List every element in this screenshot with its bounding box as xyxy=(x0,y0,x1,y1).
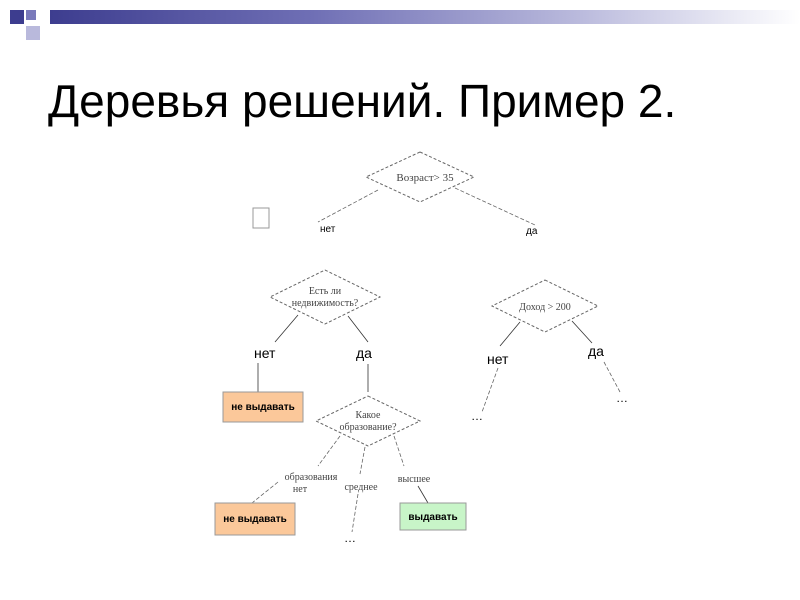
edge-property-yes xyxy=(347,315,369,343)
property-question-node xyxy=(268,269,382,325)
edge-edu-higher xyxy=(393,435,405,467)
deny-leaf-2-label: не выдавать xyxy=(223,514,287,525)
edu-secondary-ellipsis: … xyxy=(344,531,356,545)
income-question-label: Доход > 200 xyxy=(519,302,571,313)
deny-leaf-1 xyxy=(222,391,304,423)
deny-leaf-1-label: не выдавать xyxy=(231,402,295,413)
edge-edu-secondary xyxy=(359,446,366,475)
property-yes-label: да xyxy=(356,345,372,361)
edge-root-yes xyxy=(454,187,536,226)
edu-none-label-2: нет xyxy=(293,484,308,495)
property-question-label-2: недвижимость? xyxy=(292,298,359,309)
edge-edu-secondary-continue xyxy=(351,493,359,533)
root-question-node xyxy=(364,151,476,203)
root-question-label: Возраст> 35 xyxy=(396,172,454,184)
deny-leaf-2 xyxy=(214,502,296,536)
edge-income-yes xyxy=(571,320,593,344)
edge-root-no xyxy=(317,189,379,223)
corner-square-mid xyxy=(26,10,36,20)
corner-square-light xyxy=(26,26,40,40)
root-no-label: нет xyxy=(320,224,336,235)
edu-higher-label: высшее xyxy=(398,474,431,485)
edu-none-label-1: образования xyxy=(285,472,338,483)
root-yes-label: да xyxy=(526,226,538,237)
property-no-label: нет xyxy=(254,345,276,361)
edge-income-no xyxy=(499,321,521,347)
income-yes-ellipsis: … xyxy=(616,391,628,405)
edge-edu-none xyxy=(317,435,341,467)
edge-property-no xyxy=(274,314,299,343)
edge-to-deny-leaf-2 xyxy=(251,481,279,504)
income-no-label: нет xyxy=(487,351,509,367)
corner-square-dark xyxy=(10,10,24,24)
income-yes-label: да xyxy=(588,343,604,359)
education-question-label-1: Какое xyxy=(356,410,381,421)
education-question-node xyxy=(314,395,422,447)
header-gradient-bar xyxy=(50,10,800,24)
approve-leaf xyxy=(399,502,467,531)
income-question-node xyxy=(490,279,600,333)
edge-income-yes-continue xyxy=(603,361,621,393)
slide-title: Деревья решений. Пример 2. xyxy=(48,75,677,127)
income-no-ellipsis: … xyxy=(471,409,483,423)
edge-to-approve-leaf xyxy=(417,485,429,504)
property-question-label-1: Есть ли xyxy=(309,286,342,297)
edge-income-no-continue xyxy=(481,367,499,413)
edu-secondary-label: среднее xyxy=(344,482,378,493)
education-question-label-2: образование? xyxy=(339,422,397,433)
placeholder-box-icon xyxy=(252,207,270,229)
approve-leaf-label: выдавать xyxy=(408,512,457,523)
